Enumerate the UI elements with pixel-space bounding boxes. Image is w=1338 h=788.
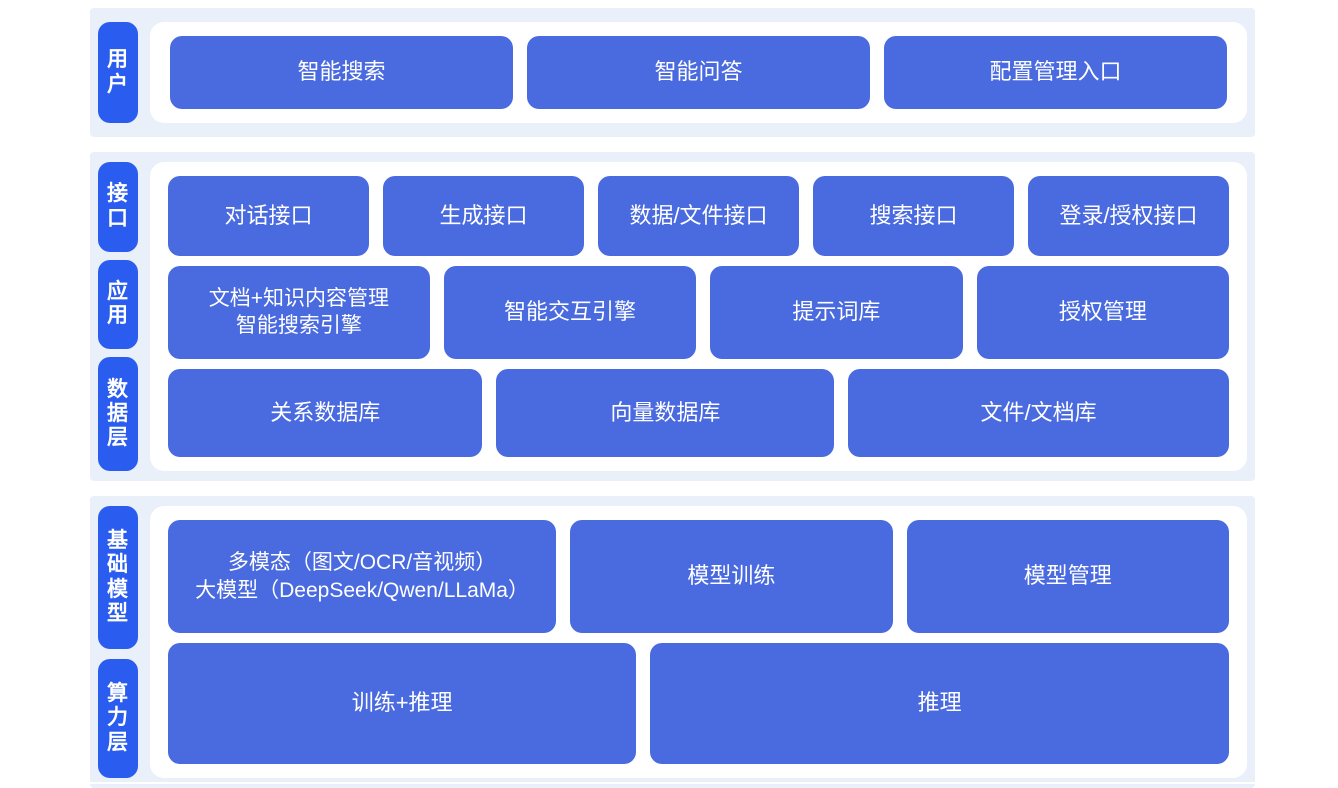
- box-doc-knowledge-management[interactable]: 文档+知识内容管理 智能搜索引擎: [168, 266, 430, 359]
- box-authorization-management[interactable]: 授权管理: [976, 266, 1230, 359]
- box-model-training[interactable]: 模型训练: [570, 520, 893, 633]
- tag-column-middle: 接口 应用 数据层: [90, 152, 146, 481]
- box-login-auth-api[interactable]: 登录/授权接口: [1028, 176, 1229, 257]
- box-multimodal-large-model-line1: 多模态（图文/OCR/音视频）: [227, 551, 497, 575]
- box-training-inference[interactable]: 训练+推理: [168, 643, 637, 764]
- row-data-layer: 关系数据库 向量数据库 文件/文档库: [168, 368, 1229, 457]
- layer-tag-application-label: 应用: [107, 279, 129, 328]
- box-config-management-entry[interactable]: 配置管理入口: [884, 36, 1227, 109]
- tag-column-user: 用户: [90, 8, 146, 137]
- bottom-baseline: [0, 782, 1338, 784]
- section-bottom: 基础模型 算力层 多模态（图文/OCR/音视频） 大模型（DeepSeek/Qw…: [90, 496, 1255, 788]
- section-middle: 接口 应用 数据层 对话接口 生成接口 数据/文件接口 搜索接口 登录/授权接口…: [90, 152, 1255, 481]
- box-smart-interaction-engine[interactable]: 智能交互引擎: [443, 266, 697, 359]
- layer-tag-foundation-model-label: 基础模型: [107, 528, 129, 625]
- box-search-api[interactable]: 搜索接口: [813, 176, 1014, 257]
- box-vector-database[interactable]: 向量数据库: [496, 368, 835, 457]
- layer-tag-data[interactable]: 数据层: [98, 357, 138, 471]
- section-user: 用户 智能搜索 智能问答 配置管理入口: [90, 8, 1255, 137]
- row-foundation-model: 多模态（图文/OCR/音视频） 大模型（DeepSeek/Qwen/LLaMa）…: [168, 520, 1229, 633]
- box-doc-knowledge-management-line2: 智能搜索引擎: [235, 314, 362, 338]
- layer-tag-data-label: 数据层: [107, 377, 129, 450]
- row-compute-layer: 训练+推理 推理: [168, 643, 1229, 764]
- box-file-document-store[interactable]: 文件/文档库: [848, 368, 1229, 457]
- box-multimodal-large-model[interactable]: 多模态（图文/OCR/音视频） 大模型（DeepSeek/Qwen/LLaMa）: [168, 520, 557, 633]
- row-application: 文档+知识内容管理 智能搜索引擎 智能交互引擎 提示词库 授权管理: [168, 266, 1230, 359]
- box-data-file-api[interactable]: 数据/文件接口: [598, 176, 799, 257]
- box-smart-search[interactable]: 智能搜索: [170, 36, 513, 109]
- row-user: 智能搜索 智能问答 配置管理入口: [170, 36, 1227, 109]
- layer-tag-compute-label: 算力层: [107, 682, 129, 754]
- box-dialog-api[interactable]: 对话接口: [168, 176, 369, 257]
- box-inference[interactable]: 推理: [650, 643, 1229, 764]
- layer-tag-interface-label: 接口: [107, 182, 129, 230]
- layer-tag-compute[interactable]: 算力层: [98, 659, 138, 779]
- box-multimodal-large-model-line2: 大模型（DeepSeek/Qwen/LLaMa）: [195, 578, 529, 602]
- box-smart-qa[interactable]: 智能问答: [527, 36, 870, 109]
- layer-tag-foundation-model[interactable]: 基础模型: [98, 506, 138, 650]
- panel-user: 智能搜索 智能问答 配置管理入口: [150, 22, 1247, 123]
- row-interface: 对话接口 生成接口 数据/文件接口 搜索接口 登录/授权接口: [168, 176, 1229, 257]
- layer-tag-user-label: 用户: [107, 48, 129, 96]
- layer-tag-interface[interactable]: 接口: [98, 162, 138, 252]
- box-relational-database[interactable]: 关系数据库: [168, 368, 483, 457]
- box-doc-knowledge-management-line1: 文档+知识内容管理: [208, 287, 390, 311]
- box-generation-api[interactable]: 生成接口: [383, 176, 584, 257]
- layer-tag-user[interactable]: 用户: [98, 22, 138, 123]
- panel-bottom: 多模态（图文/OCR/音视频） 大模型（DeepSeek/Qwen/LLaMa）…: [150, 506, 1247, 778]
- box-model-management[interactable]: 模型管理: [906, 520, 1229, 633]
- panel-middle: 对话接口 生成接口 数据/文件接口 搜索接口 登录/授权接口 文档+知识内容管理…: [150, 162, 1247, 471]
- tag-column-bottom: 基础模型 算力层: [90, 496, 146, 788]
- box-prompt-library[interactable]: 提示词库: [710, 266, 963, 359]
- layer-tag-application[interactable]: 应用: [98, 259, 138, 350]
